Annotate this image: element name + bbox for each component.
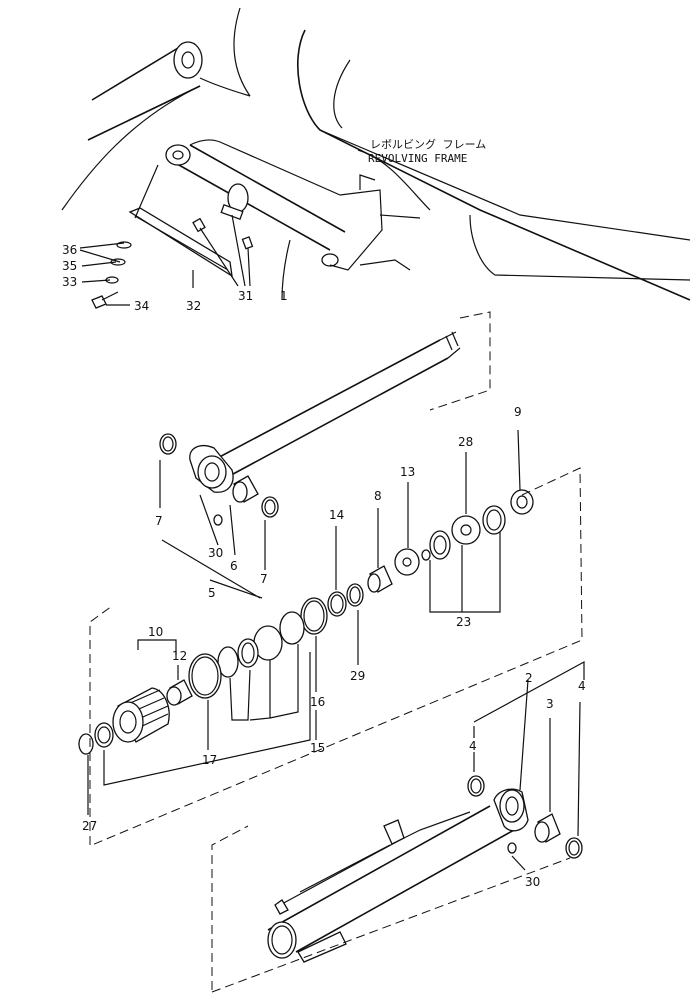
callout-30-rod: 30 [208,546,223,560]
callout-1-top: 1 [280,289,288,303]
callout-29: 29 [350,669,365,683]
callout-23: 23 [456,615,471,629]
callout-16: 16 [310,695,325,709]
callout-13: 13 [400,465,415,479]
callout-5: 5 [208,586,216,600]
callout-8: 8 [374,489,382,503]
callout-3: 3 [546,697,554,711]
callout-31: 31 [238,289,253,303]
cylinder-tube-assembly [211,660,585,993]
callout-35: 35 [62,259,77,273]
callout-4-left: 4 [469,739,477,753]
frame-label-jp: レボルビング フレーム [370,137,486,151]
boom-frame-assembly [61,7,691,309]
callout-30-tube: 30 [525,875,540,889]
callout-7-right: 7 [260,572,268,586]
callout-6: 6 [230,559,238,573]
callout-9: 9 [514,405,522,419]
callout-36: 36 [62,243,77,257]
cylinder-head-parts [78,429,583,846]
callout-34: 34 [134,299,149,313]
callout-labels: 36 35 33 34 32 31 1 7 30 6 7 5 14 8 13 2… [62,243,586,889]
callout-10: 10 [148,625,163,639]
piston-rod-assembly [159,311,491,599]
callout-33: 33 [62,275,77,289]
callout-27: 27 [82,819,97,833]
callout-2: 2 [525,671,533,685]
callout-32: 32 [186,299,201,313]
callout-15: 15 [310,741,325,755]
callout-17: 17 [202,753,217,767]
callout-7-left: 7 [155,514,163,528]
callout-12: 12 [172,649,187,663]
callout-28: 28 [458,435,473,449]
callout-4-right: 4 [578,679,586,693]
callout-14: 14 [329,508,344,522]
frame-label-en: REVOLVING FRAME [368,152,467,165]
